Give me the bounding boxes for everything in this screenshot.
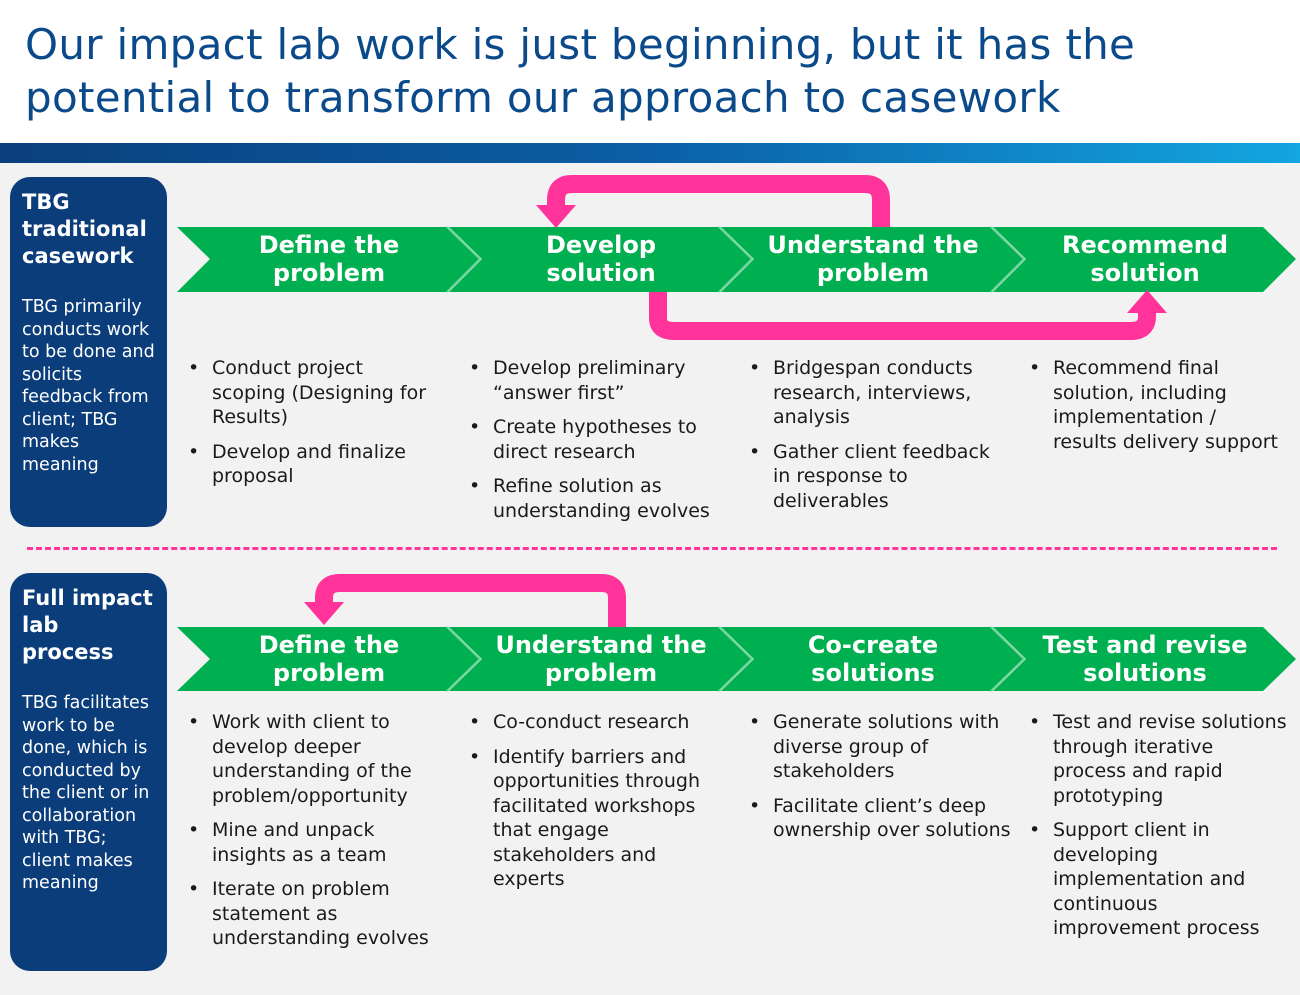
list-item: Recommend final solution, including impl… xyxy=(1029,356,1284,454)
impact-lab-stage-2-bullets: Co-conduct research Identify barriers an… xyxy=(469,710,731,902)
traditional-side-desc: TBG primarily conducts work to be done a… xyxy=(22,297,155,475)
traditional-stage-2-bullets: Develop preliminary “answer first” Creat… xyxy=(469,356,731,533)
header-gradient-bar xyxy=(0,143,1300,163)
list-item: Work with client to develop deeper under… xyxy=(188,710,453,808)
chevron-stage-1 xyxy=(177,627,480,691)
impact-lab-stage-1-bullets: Work with client to develop deeper under… xyxy=(188,710,453,961)
traditional-loop-back-arrow xyxy=(536,175,890,228)
list-item: Develop preliminary “answer first” xyxy=(469,356,731,405)
traditional-stage-3-bullets: Bridgespan conducts research, interviews… xyxy=(749,356,1011,523)
chevron-stage-3 xyxy=(721,227,1024,292)
impact-lab-side-title: Full impact lab process xyxy=(22,586,153,664)
traditional-stage-4-bullets: Recommend final solution, including impl… xyxy=(1029,356,1284,464)
chevron-stage-4 xyxy=(993,627,1296,691)
impact-lab-stage-3-bullets: Generate solutions with diverse group of… xyxy=(749,710,1011,853)
list-item: Generate solutions with diverse group of… xyxy=(749,710,1011,784)
traditional-chevrons xyxy=(177,226,1296,293)
traditional-loop-forward-arrow xyxy=(649,290,1167,340)
list-item: Conduct project scoping (Designing for R… xyxy=(188,356,438,430)
header: Our impact lab work is just beginning, b… xyxy=(0,0,1300,143)
chevron-stage-2 xyxy=(449,227,752,292)
impact-lab-side-box: Full impact lab process TBG facilitates … xyxy=(10,573,167,971)
list-item: Co-conduct research xyxy=(469,710,731,735)
list-item: Develop and finalize proposal xyxy=(188,440,438,489)
list-item: Support client in developing implementat… xyxy=(1029,818,1291,941)
list-item: Facilitate client’s deep ownership over … xyxy=(749,794,1011,843)
list-item: Identify barriers and opportunities thro… xyxy=(469,745,731,892)
traditional-side-title: TBG traditional casework xyxy=(22,190,147,268)
chevron-stage-3 xyxy=(721,627,1024,691)
traditional-side-box: TBG traditional casework TBG primarily c… xyxy=(10,177,167,527)
traditional-stage-1-bullets: Conduct project scoping (Designing for R… xyxy=(188,356,438,499)
impact-lab-chevrons xyxy=(177,626,1296,692)
list-item: Bridgespan conducts research, interviews… xyxy=(749,356,1011,430)
section-divider xyxy=(27,547,1277,550)
impact-lab-loop-back-arrow xyxy=(304,574,626,627)
chevron-stage-1 xyxy=(177,227,480,292)
chevron-stage-2 xyxy=(449,627,752,691)
list-item: Iterate on problem statement as understa… xyxy=(188,877,453,951)
list-item: Test and revise solutions through iterat… xyxy=(1029,710,1291,808)
list-item: Refine solution as understanding evolves xyxy=(469,474,731,523)
list-item: Create hypotheses to direct research xyxy=(469,415,731,464)
list-item: Gather client feedback in response to de… xyxy=(749,440,1011,514)
list-item: Mine and unpack insights as a team xyxy=(188,818,453,867)
impact-lab-stage-4-bullets: Test and revise solutions through iterat… xyxy=(1029,710,1291,951)
page-title: Our impact lab work is just beginning, b… xyxy=(25,20,1136,122)
impact-lab-side-desc: TBG facilitates work to be done, which i… xyxy=(22,693,150,893)
chevron-stage-4 xyxy=(993,227,1296,292)
